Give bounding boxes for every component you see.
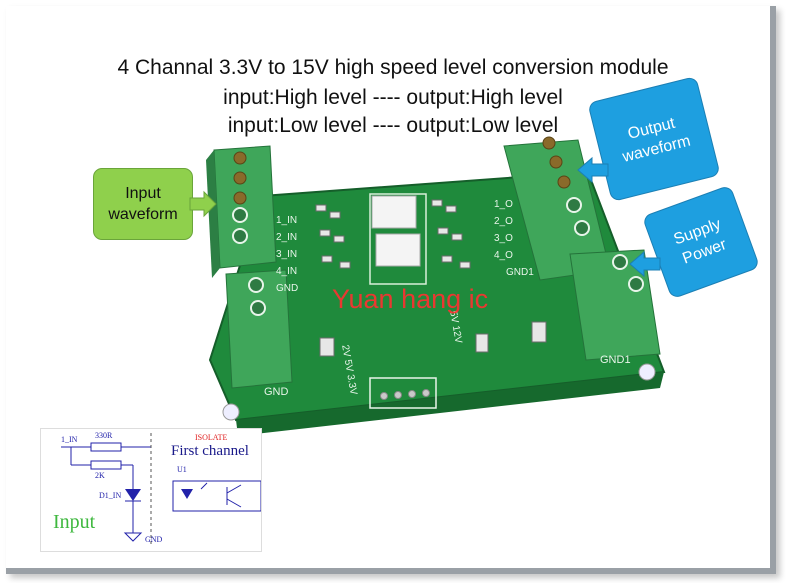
input-terminal-block xyxy=(206,145,277,278)
gnd-terminal-block xyxy=(225,269,293,389)
schematic-isolate-label: ISOLATE xyxy=(195,433,228,442)
title-line-2: input:High level ---- output:High level xyxy=(223,86,563,109)
pin-header-outline xyxy=(369,377,437,409)
in-label: 2_IN xyxy=(276,232,298,243)
out-label: 1_O xyxy=(494,199,513,210)
out-label: 2_O xyxy=(494,216,513,227)
in-label: GND xyxy=(276,283,299,294)
pcb-edge xyxy=(236,372,664,436)
schematic-inset: 1_IN 330R 2K ISOLATE First channel U1 D1… xyxy=(40,428,262,552)
out-labels: 1_O 2_O 3_O 4_O GND1 xyxy=(494,196,534,281)
schematic-u1-label: U1 xyxy=(177,465,187,474)
watermark: Yuan hang ic xyxy=(332,284,489,314)
in-label: 3_IN xyxy=(276,249,298,260)
in-label: 1_IN xyxy=(276,215,298,226)
output-arrow-icon xyxy=(577,156,609,184)
schematic-gnd-label: GND xyxy=(145,535,163,544)
schematic-input-label: Input xyxy=(53,511,96,533)
gnd-left-label: GND xyxy=(264,386,289,398)
schematic-pin-label: 1_IN xyxy=(61,435,78,444)
smd-components xyxy=(315,199,547,357)
schematic-diagram xyxy=(61,433,261,547)
schematic-r2-label: 2K xyxy=(95,471,105,480)
title-line-1: 4 Channal 3.3V to 15V high speed level c… xyxy=(117,56,669,79)
gnd-right-label: GND1 xyxy=(600,354,631,366)
mount-hole xyxy=(638,363,656,381)
power-terminal-block xyxy=(569,249,661,361)
mount-hole xyxy=(222,403,240,421)
input-waveform-callout: Input waveform xyxy=(93,168,193,240)
schematic-d1-label: D1_IN xyxy=(99,491,122,500)
schematic-r1-label: 330R xyxy=(95,431,113,440)
schematic-channel-label: First channel xyxy=(171,443,249,459)
in-labels: 1_IN 2_IN 3_IN 4_IN GND xyxy=(276,212,298,297)
input-arrow-icon xyxy=(189,190,217,218)
out-label: GND1 xyxy=(506,267,534,278)
title-line-3: input:Low level ---- output:Low level xyxy=(227,114,559,137)
pin-header xyxy=(380,389,430,400)
optocoupler xyxy=(375,233,421,267)
power-arrow-icon xyxy=(629,250,661,278)
out-label: 4_O xyxy=(494,250,513,261)
out-label: 3_O xyxy=(494,233,513,244)
optocoupler xyxy=(371,195,417,229)
in-label: 4_IN xyxy=(276,266,298,277)
